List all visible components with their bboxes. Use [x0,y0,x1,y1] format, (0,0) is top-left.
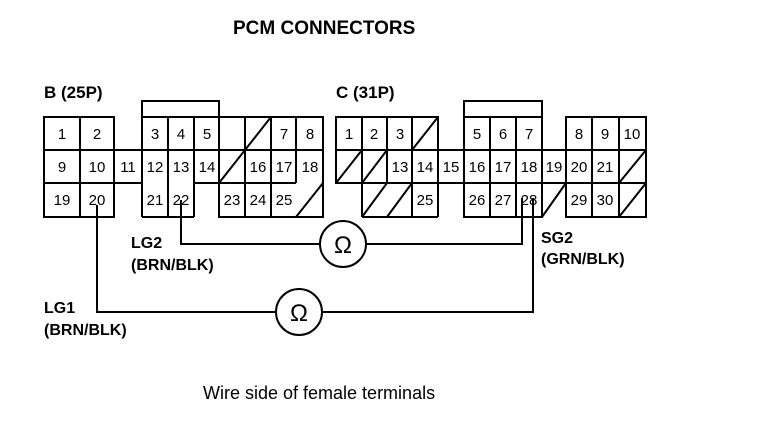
connector-c [335,100,647,218]
c-pin-25: 25 [417,192,434,209]
b-pin-23: 23 [224,192,241,209]
diagram-title: PCM CONNECTORS [233,18,415,39]
b-pin-19: 19 [54,192,71,209]
b-pin-1: 1 [58,126,66,143]
b-pin-13: 13 [173,159,190,176]
b-pin-10: 10 [89,159,106,176]
sg2-color: (GRN/BLK) [541,251,625,268]
ohmmeter-lower-circle [275,288,323,336]
connector-c-pins: 1 2 3 5 6 7 8 9 10 13 14 15 16 17 18 19 … [345,126,641,209]
test-wires [96,198,534,313]
b-pin-3: 3 [151,126,159,143]
b-pin-20: 20 [89,192,106,209]
b-pin-9: 9 [58,159,66,176]
b-pin-21: 21 [147,192,164,209]
b-pin-17: 17 [276,159,293,176]
c-pin-27: 27 [495,192,512,209]
c-pin-14: 14 [417,159,434,176]
b-pin-11: 11 [120,159,136,176]
connector-b [43,100,324,218]
c-pin-13: 13 [392,159,409,176]
b-pin-25: 25 [276,192,293,209]
c-pin-28: 28 [521,192,538,209]
c-pin-26: 26 [469,192,486,209]
c-pin-15: 15 [443,159,460,176]
b-pin-14: 14 [199,159,216,176]
c-pin-1: 1 [345,126,353,143]
lg1-color: (BRN/BLK) [44,322,127,339]
c-pin-10: 10 [624,126,641,143]
c-pin-19: 19 [546,159,563,176]
c-pin-9: 9 [601,126,609,143]
lg2-color: (BRN/BLK) [131,257,214,274]
c-pin-3: 3 [396,126,404,143]
c-pin-30: 30 [597,192,614,209]
c-pin-21: 21 [597,159,614,176]
wire-lg2 [180,200,320,245]
b-pin-4: 4 [177,126,185,143]
b-pin-16: 16 [250,159,267,176]
ohm-icon: Ω [334,232,352,259]
wire-lg1 [96,205,276,313]
c-pin-18: 18 [521,159,538,176]
b-pin-7: 7 [280,126,288,143]
ohmmeter-upper: Ω [319,220,367,268]
c-pin-16: 16 [469,159,486,176]
c-pin-8: 8 [575,126,583,143]
connector-c-label: C (31P) [336,83,395,102]
sg2-label: SG2 [541,230,573,247]
wire-sg2-lower [322,198,534,313]
c-pin-7: 7 [525,126,533,143]
c-pin-29: 29 [571,192,588,209]
c-pin-6: 6 [499,126,507,143]
b-pin-8: 8 [306,126,314,143]
c-pin-20: 20 [571,159,588,176]
b-pin-24: 24 [250,192,267,209]
ohmmeter-lower: Ω [275,288,323,336]
connector-b-pins: 1 2 3 4 5 7 8 9 10 11 12 13 14 16 17 18 … [54,126,319,209]
lg1-label: LG1 [44,300,75,317]
b-pin-12: 12 [147,159,164,176]
c-pin-2: 2 [370,126,378,143]
b-pin-18: 18 [302,159,319,176]
lg2-label: LG2 [131,235,162,252]
c-pin-17: 17 [495,159,512,176]
c-pin-5: 5 [473,126,481,143]
diagram-caption: Wire side of female terminals [203,383,435,403]
b-pin-2: 2 [93,126,101,143]
ohmmeter-upper-circle [319,220,367,268]
b-pin-5: 5 [203,126,211,143]
ohm-icon: Ω [290,300,308,327]
connector-b-label: B (25P) [44,83,103,102]
wire-sg2-upper [366,198,523,245]
